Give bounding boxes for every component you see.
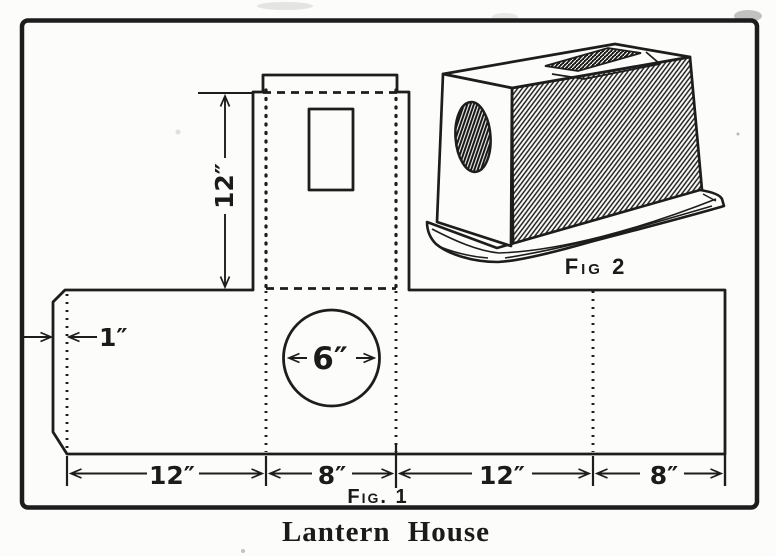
window-cutout — [307, 107, 355, 192]
segment-label-1: 12″ — [149, 461, 195, 490]
fig1-caption: Fig. 1 — [347, 486, 408, 508]
hole-diameter-label: 6″ — [312, 341, 348, 377]
dimension-tower-height: 12″ — [198, 92, 253, 287]
segment-label-3: 12″ — [479, 461, 525, 490]
base-board — [425, 188, 726, 264]
wood-grain-lines — [431, 193, 717, 259]
front-entrance-hole — [454, 100, 492, 174]
top-opening — [544, 47, 642, 72]
dimension-flap: 1″ — [23, 323, 128, 352]
top-opening-lip — [551, 51, 661, 80]
dimension-row-bottom: 12″ 8″ 12″ 8″ — [65, 443, 721, 490]
cut-outline — [51, 73, 727, 456]
segment-label-4: 8″ — [650, 461, 679, 490]
border-frame — [19, 18, 760, 510]
diagram-title: Lantern House — [282, 516, 490, 548]
fig1-flat-pattern: 12″ 1″ 6″ 12″ 8″ 12″ — [23, 73, 727, 508]
dimension-hole-diameter: 6″ — [289, 341, 374, 377]
segment-label-2: 8″ — [318, 461, 347, 490]
entrance-hole-circle — [282, 308, 381, 408]
tower-height-label: 12″ — [210, 163, 239, 209]
fig2-perspective-view: Fig 2 — [425, 42, 726, 279]
base-board-outline — [425, 188, 726, 264]
flap-width-label: 1″ — [99, 323, 128, 352]
fig2-caption: Fig 2 — [565, 254, 628, 279]
fold-lines — [65, 88, 595, 452]
